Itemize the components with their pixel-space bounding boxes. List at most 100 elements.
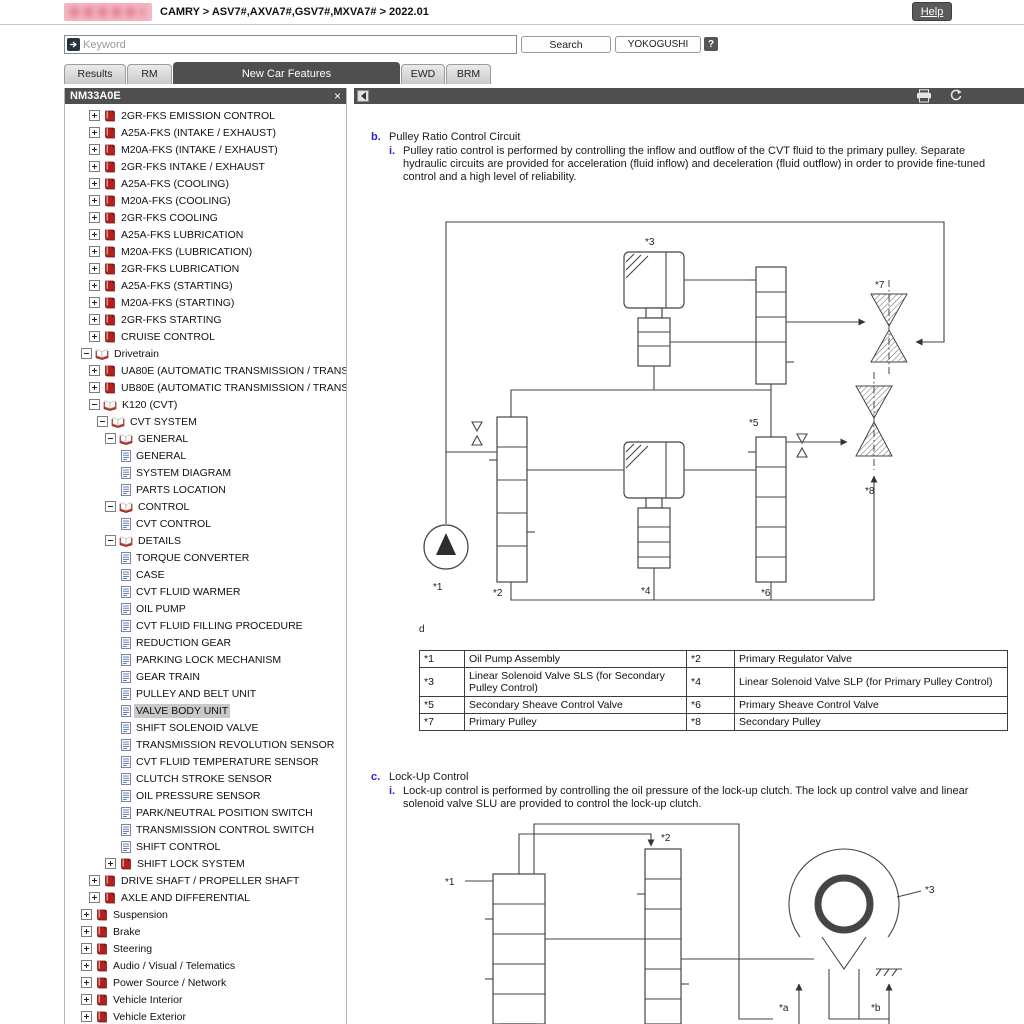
expand-icon[interactable] bbox=[89, 280, 100, 291]
expand-icon[interactable] bbox=[89, 127, 100, 138]
collapse-icon[interactable] bbox=[81, 348, 92, 359]
tree-item[interactable]: Audio / Visual / Telematics bbox=[65, 957, 346, 974]
tree-item[interactable]: PARKING LOCK MECHANISM bbox=[65, 651, 346, 668]
expand-icon[interactable] bbox=[89, 314, 100, 325]
collapse-icon[interactable] bbox=[105, 433, 116, 444]
tree-item[interactable]: SHIFT CONTROL bbox=[65, 838, 346, 855]
tab-ewd[interactable]: EWD bbox=[401, 64, 445, 84]
tree-item[interactable]: CVT FLUID FILLING PROCEDURE bbox=[65, 617, 346, 634]
expand-icon[interactable] bbox=[89, 144, 100, 155]
expand-icon[interactable] bbox=[89, 110, 100, 121]
tree-item[interactable]: A25A-FKS (COOLING) bbox=[65, 175, 346, 192]
tree-item[interactable]: OIL PUMP bbox=[65, 600, 346, 617]
tree-item[interactable]: PARK/NEUTRAL POSITION SWITCH bbox=[65, 804, 346, 821]
search-button[interactable]: Search bbox=[521, 36, 611, 53]
tree-item[interactable]: M20A-FKS (STARTING) bbox=[65, 294, 346, 311]
tree-item[interactable]: Power Source / Network bbox=[65, 974, 346, 991]
expand-icon[interactable] bbox=[89, 212, 100, 223]
tree-item[interactable]: Drivetrain bbox=[65, 345, 346, 362]
return-rotate-icon[interactable] bbox=[949, 89, 962, 102]
tree-item[interactable]: GEAR TRAIN bbox=[65, 668, 346, 685]
tree-item[interactable]: A25A-FKS (INTAKE / EXHAUST) bbox=[65, 124, 346, 141]
tree-item[interactable]: CLUTCH STROKE SENSOR bbox=[65, 770, 346, 787]
tree-item[interactable]: DETAILS bbox=[65, 532, 346, 549]
tree-item[interactable]: SYSTEM DIAGRAM bbox=[65, 464, 346, 481]
back-button[interactable] bbox=[357, 90, 369, 102]
tree-item[interactable]: GENERAL bbox=[65, 447, 346, 464]
expand-icon[interactable] bbox=[89, 875, 100, 886]
yokogushi-button[interactable]: YOKOGUSHI bbox=[615, 36, 701, 53]
question-help-icon[interactable]: ? bbox=[704, 37, 718, 51]
help-button[interactable]: Help bbox=[912, 2, 952, 21]
expand-icon[interactable] bbox=[89, 195, 100, 206]
tree-item[interactable]: 2GR-FKS COOLING bbox=[65, 209, 346, 226]
tree-item[interactable]: OIL PRESSURE SENSOR bbox=[65, 787, 346, 804]
tree-item[interactable]: TRANSMISSION REVOLUTION SENSOR bbox=[65, 736, 346, 753]
expand-icon[interactable] bbox=[81, 909, 92, 920]
tree-item[interactable]: SHIFT LOCK SYSTEM bbox=[65, 855, 346, 872]
print-icon[interactable] bbox=[916, 89, 932, 103]
expand-icon[interactable] bbox=[81, 960, 92, 971]
tree-item[interactable]: Vehicle Exterior bbox=[65, 1008, 346, 1024]
expand-icon[interactable] bbox=[81, 926, 92, 937]
tree-item[interactable]: CASE bbox=[65, 566, 346, 583]
keyword-input[interactable] bbox=[83, 37, 513, 52]
close-icon[interactable]: × bbox=[333, 89, 341, 103]
tree-item[interactable]: UB80E (AUTOMATIC TRANSMISSION / TRANSAXL… bbox=[65, 379, 346, 396]
tree-item[interactable]: Vehicle Interior bbox=[65, 991, 346, 1008]
tree-item[interactable]: 2GR-FKS INTAKE / EXHAUST bbox=[65, 158, 346, 175]
expand-icon[interactable] bbox=[89, 178, 100, 189]
tree-item[interactable]: Brake bbox=[65, 923, 346, 940]
tree-item[interactable]: CVT CONTROL bbox=[65, 515, 346, 532]
tree-item[interactable]: Suspension bbox=[65, 906, 346, 923]
expand-icon[interactable] bbox=[89, 229, 100, 240]
tab-results[interactable]: Results bbox=[64, 64, 126, 84]
expand-icon[interactable] bbox=[105, 858, 116, 869]
tree-item[interactable]: DRIVE SHAFT / PROPELLER SHAFT bbox=[65, 872, 346, 889]
tree-item[interactable]: K120 (CVT) bbox=[65, 396, 346, 413]
tree-item[interactable]: 2GR-FKS EMISSION CONTROL bbox=[65, 107, 346, 124]
expand-icon[interactable] bbox=[89, 365, 100, 376]
tree-item[interactable]: TORQUE CONVERTER bbox=[65, 549, 346, 566]
tree-item[interactable]: REDUCTION GEAR bbox=[65, 634, 346, 651]
tree-item[interactable]: CVT SYSTEM bbox=[65, 413, 346, 430]
tree-item[interactable]: A25A-FKS LUBRICATION bbox=[65, 226, 346, 243]
tree-item[interactable]: GENERAL bbox=[65, 430, 346, 447]
expand-icon[interactable] bbox=[81, 994, 92, 1005]
tree-item[interactable]: 2GR-FKS LUBRICATION bbox=[65, 260, 346, 277]
tree-item[interactable]: CONTROL bbox=[65, 498, 346, 515]
expand-icon[interactable] bbox=[89, 297, 100, 308]
expand-icon[interactable] bbox=[89, 246, 100, 257]
expand-icon[interactable] bbox=[89, 263, 100, 274]
tree-item[interactable]: M20A-FKS (INTAKE / EXHAUST) bbox=[65, 141, 346, 158]
collapse-icon[interactable] bbox=[105, 501, 116, 512]
tree-item[interactable]: 2GR-FKS STARTING bbox=[65, 311, 346, 328]
expand-icon[interactable] bbox=[89, 331, 100, 342]
expand-icon[interactable] bbox=[89, 382, 100, 393]
tab-new-car-features[interactable]: New Car Features bbox=[173, 62, 400, 84]
tree-item[interactable]: AXLE AND DIFFERENTIAL bbox=[65, 889, 346, 906]
tree-item[interactable]: CVT FLUID WARMER bbox=[65, 583, 346, 600]
tree-item[interactable]: M20A-FKS (LUBRICATION) bbox=[65, 243, 346, 260]
tree-item[interactable]: TRANSMISSION CONTROL SWITCH bbox=[65, 821, 346, 838]
expand-icon[interactable] bbox=[81, 1011, 92, 1022]
tab-brm[interactable]: BRM bbox=[446, 64, 491, 84]
collapse-icon[interactable] bbox=[97, 416, 108, 427]
tree-item[interactable]: PULLEY AND BELT UNIT bbox=[65, 685, 346, 702]
tree-item[interactable]: CVT FLUID TEMPERATURE SENSOR bbox=[65, 753, 346, 770]
expand-icon[interactable] bbox=[81, 977, 92, 988]
tree-item[interactable]: CRUISE CONTROL bbox=[65, 328, 346, 345]
tree-item[interactable]: SHIFT SOLENOID VALVE bbox=[65, 719, 346, 736]
tree-item[interactable]: UA80E (AUTOMATIC TRANSMISSION / TRANSAXL… bbox=[65, 362, 346, 379]
collapse-icon[interactable] bbox=[89, 399, 100, 410]
tab-rm[interactable]: RM bbox=[127, 64, 172, 84]
tree-item[interactable]: M20A-FKS (COOLING) bbox=[65, 192, 346, 209]
expand-icon[interactable] bbox=[81, 943, 92, 954]
tree-item[interactable]: Steering bbox=[65, 940, 346, 957]
expand-icon[interactable] bbox=[89, 892, 100, 903]
tree-item[interactable]: PARTS LOCATION bbox=[65, 481, 346, 498]
collapse-icon[interactable] bbox=[105, 535, 116, 546]
tree-item[interactable]: VALVE BODY UNIT bbox=[65, 702, 346, 719]
tree-item[interactable]: A25A-FKS (STARTING) bbox=[65, 277, 346, 294]
expand-icon[interactable] bbox=[89, 161, 100, 172]
